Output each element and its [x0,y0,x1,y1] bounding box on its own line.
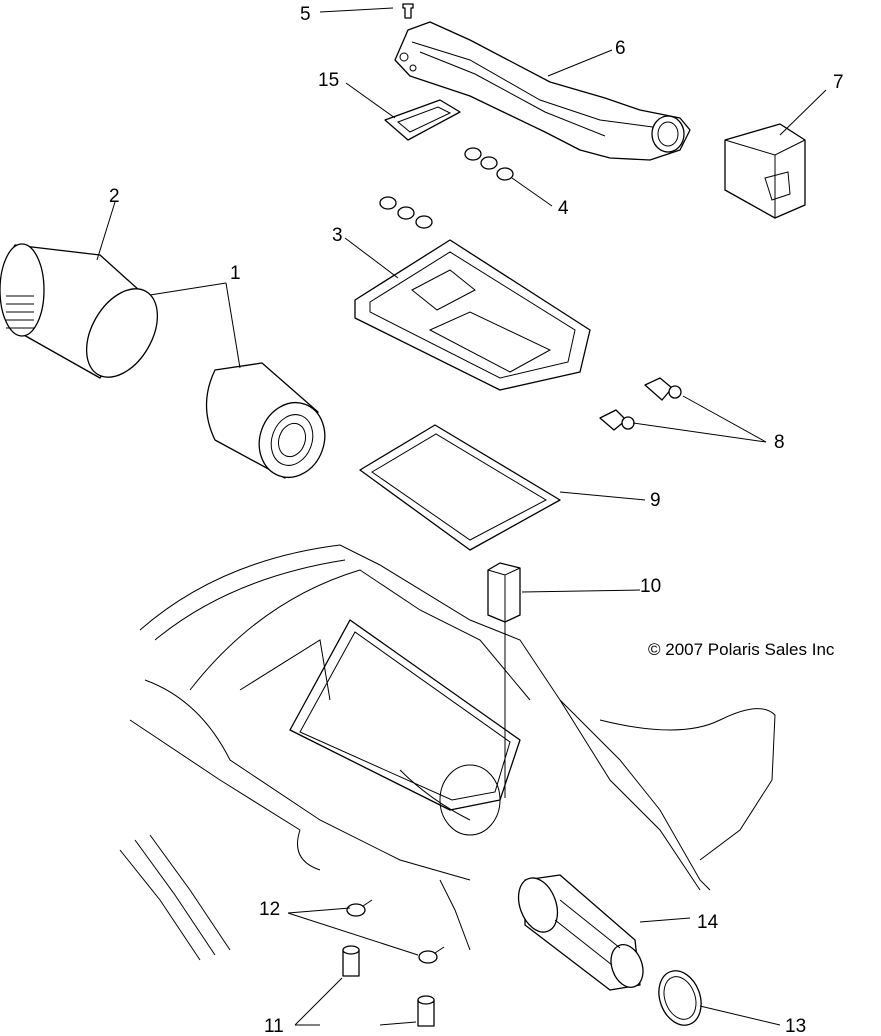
part-2-large-filter [0,243,159,379]
part-3-airbox-cover [354,239,591,391]
callout-13: 13 [785,1016,806,1036]
callout-1: 1 [230,263,241,284]
callout-7: 7 [833,72,844,93]
part-4-grommets [379,147,514,229]
copyright-notice: © 2007 Polaris Sales Inc [648,640,835,659]
callout-9: 9 [650,490,661,511]
callout-6: 6 [615,38,626,59]
part-8-clips [599,377,682,431]
filter-mesh [6,295,34,329]
part-12-clips [346,899,445,964]
part-15-plate [384,99,461,141]
callout-10: 10 [640,576,661,597]
part-14-intake-boot [517,874,644,991]
part-7-foam-block [724,123,806,219]
leader-lines [96,7,827,1026]
part-5-screw [402,3,414,19]
callout-2: 2 [109,186,120,207]
part-10-foam [487,562,521,623]
callout-14: 14 [697,912,719,933]
callout-3: 3 [332,225,343,246]
airbox-housing [119,544,776,961]
part-1-small-filter [205,362,326,479]
part-9-gasket [359,424,561,551]
callout-8: 8 [774,432,785,453]
callout-4: 4 [558,198,569,219]
part-6-intake-duct [394,21,691,161]
callout-5: 5 [300,4,311,25]
callout-11: 11 [264,1016,284,1036]
part-13-hose-clamp [658,970,702,1026]
part-11-bushings [342,945,435,1027]
callout-15: 15 [318,70,339,91]
callout-12: 12 [259,899,280,920]
